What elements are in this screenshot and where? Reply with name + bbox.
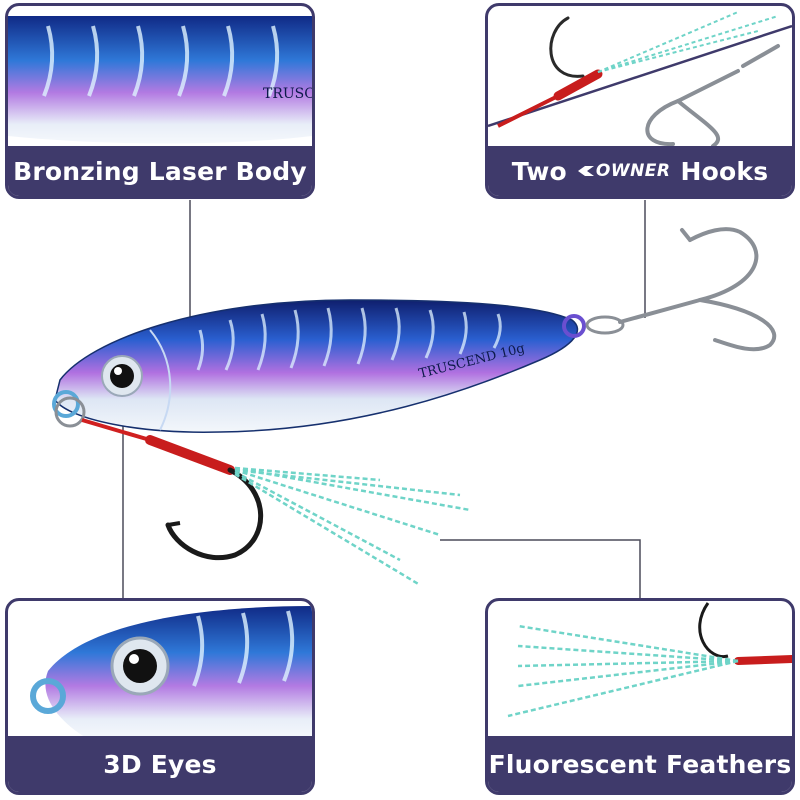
feathers-closeup-image <box>507 602 792 718</box>
lure-body <box>52 299 586 433</box>
owner-brand-logo: OWNER <box>577 161 671 181</box>
owner-hooks-caption: Two OWNER Hooks <box>488 146 792 196</box>
owner-brand-text: OWNER <box>595 161 671 181</box>
owner-hooks-caption-suffix: Hooks <box>680 156 769 186</box>
laser-body-closeup-image: TRUSC <box>8 16 312 144</box>
owner-hooks-caption-prefix: Two <box>511 156 567 186</box>
feature-panel-fluorescent-feathers: Fluorescent Feathers <box>485 598 795 795</box>
feature-panel-owner-hooks: Two OWNER Hooks <box>485 3 795 199</box>
feathers-caption: Fluorescent Feathers <box>488 736 792 792</box>
laser-body-caption: Bronzing Laser Body <box>8 146 312 196</box>
treble-hook <box>585 227 777 352</box>
lure-eye <box>101 355 143 397</box>
laser-body-thumb-text: TRUSC <box>263 86 312 102</box>
feature-panel-3d-eyes: 3D Eyes <box>5 598 315 795</box>
3d-eyes-closeup-image <box>30 606 312 739</box>
feature-panel-laser-body: TRUSC Bronzing Laser Body <box>5 3 315 199</box>
3d-eyes-caption: 3D Eyes <box>8 736 312 792</box>
owner-fish-icon <box>577 166 594 176</box>
owner-hooks-closeup-image <box>488 11 792 148</box>
fluorescent-feathers <box>234 466 471 587</box>
assist-hook <box>54 396 264 561</box>
